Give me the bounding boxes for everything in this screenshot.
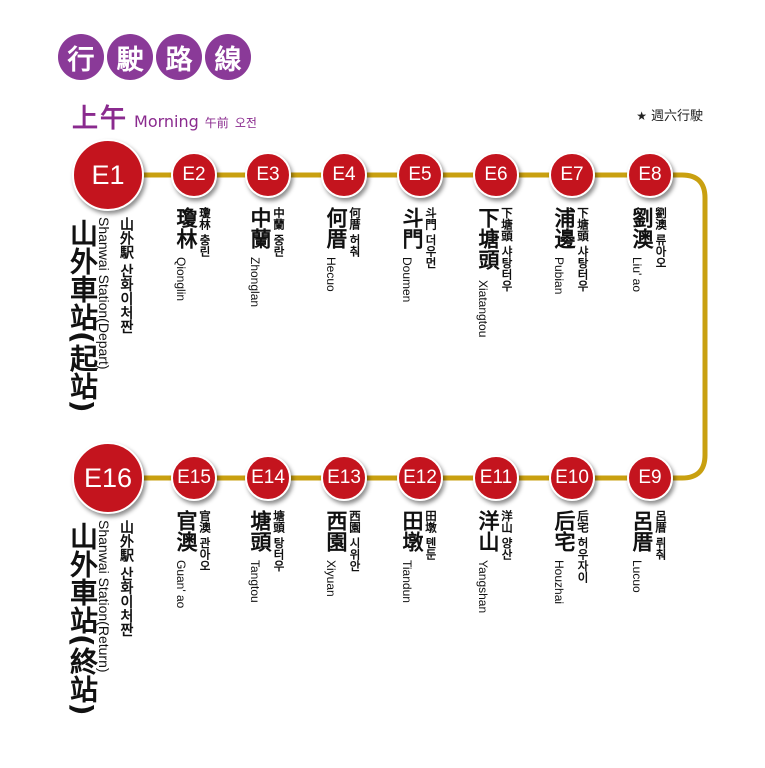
station-name-romanized: Houzhai — [552, 560, 566, 605]
session-ko: 오전 — [234, 116, 257, 130]
station-name-sub: 洋山 양산 — [500, 510, 514, 561]
station-name-zh: 浦邊 — [552, 207, 576, 249]
station-name-sub: 后宅 허우자이 — [576, 510, 590, 584]
station-name-zh: 瓊林 — [174, 207, 198, 249]
station-name-romanized: Hecuo — [324, 257, 338, 292]
station-name-sub: 瓊林 충린 — [198, 207, 212, 258]
station-name-zh: 呂厝 — [630, 510, 654, 552]
station-name-sub: 田墩 톈둔 — [424, 510, 438, 561]
station-name-zh: 何厝 — [324, 207, 348, 249]
station-marker-e12: E12 — [397, 455, 443, 501]
station-marker-e4: E4 — [321, 152, 367, 198]
station-name-sub: 何厝 허춰 — [348, 207, 362, 258]
station-name-zh: 中蘭 — [248, 207, 272, 249]
station-marker-e3: E3 — [245, 152, 291, 198]
station-name-zh: 斗門 — [400, 207, 424, 249]
station-name-romanized: Xiatangtou — [476, 280, 490, 338]
station-name-zh: 劉澳 — [630, 207, 654, 249]
station-name-romanized: Shanwai Station(Depart) — [96, 217, 112, 370]
station-name-romanized: Tangtou — [248, 560, 262, 603]
station-name-sub: 西園 시위안 — [348, 510, 362, 572]
station-marker-e2: E2 — [171, 152, 217, 198]
station-name-zh: 官澳 — [174, 510, 198, 552]
station-marker-e15: E15 — [171, 455, 217, 501]
station-name-sub: 山外駅 산화이처짠 — [118, 520, 134, 637]
station-name-zh: 西園 — [324, 510, 348, 552]
session-main: 上午 — [72, 104, 129, 134]
station-name-romanized: Shanwai Station(Return) — [96, 520, 112, 673]
session-en: Morning — [134, 112, 199, 131]
title-char: 路 — [156, 34, 202, 80]
legend-text: 週六行駛 — [650, 109, 703, 124]
station-marker-e10: E10 — [549, 455, 595, 501]
title-char: 行 — [58, 34, 104, 80]
station-marker-e7: E7 — [549, 152, 595, 198]
station-name-romanized: Guan' ao — [174, 560, 188, 609]
station-name-romanized: Qionglin — [174, 257, 188, 302]
station-name-zh: 田墩 — [400, 510, 424, 552]
station-name-sub: 中蘭 중란 — [272, 207, 286, 258]
station-name-zh: 山外車站(起站) — [66, 219, 99, 413]
station-name-romanized: Yangshan — [476, 560, 490, 614]
star-icon: ★ — [636, 109, 647, 123]
session-label: 上午 Morning 午前 오전 — [72, 98, 257, 135]
station-name-romanized: Doumen — [400, 257, 414, 303]
station-name-romanized: Tiandun — [400, 560, 414, 603]
station-name-romanized: Lucuo — [630, 560, 644, 593]
station-name-zh: 山外車站(終站) — [66, 522, 99, 716]
station-name-sub: 山外駅 산화이처짠 — [118, 217, 134, 334]
station-name-sub: 下塘頭 샤탕터우 — [576, 207, 590, 292]
station-name-zh: 下塘頭 — [476, 207, 500, 270]
station-marker-e13: E13 — [321, 455, 367, 501]
station-name-sub: 斗門 더우먼 — [424, 207, 438, 269]
station-marker-e9: E9 — [627, 455, 673, 501]
station-marker-e1: E1 — [72, 139, 144, 211]
station-name-romanized: Pubian — [552, 257, 566, 295]
station-name-sub: 劉澳 류아오 — [654, 207, 668, 269]
station-name-romanized: Zhonglan — [248, 257, 262, 308]
station-name-sub: 下塘頭 샤탕터우 — [500, 207, 514, 292]
station-marker-e6: E6 — [473, 152, 519, 198]
station-marker-e8: E8 — [627, 152, 673, 198]
station-name-sub: 呂厝 뤼춰 — [654, 510, 668, 561]
station-name-zh: 洋山 — [476, 510, 500, 552]
station-name-romanized: Liu' ao — [630, 257, 644, 292]
route-title: 行 駛 路 線 — [58, 34, 251, 80]
station-name-zh: 塘頭 — [248, 510, 272, 552]
station-marker-e14: E14 — [245, 455, 291, 501]
station-marker-e11: E11 — [473, 455, 519, 501]
station-name-sub: 官澳 관아오 — [198, 510, 212, 572]
session-ja: 午前 — [204, 116, 229, 130]
station-marker-e5: E5 — [397, 152, 443, 198]
legend: ★週六行駛 — [636, 105, 703, 124]
station-marker-e16: E16 — [72, 442, 144, 514]
station-name-romanized: Xiyuan — [324, 560, 338, 597]
title-char: 駛 — [107, 34, 153, 80]
station-name-zh: 后宅 — [552, 510, 576, 552]
station-name-sub: 塘頭 탕터우 — [272, 510, 286, 572]
title-char: 線 — [205, 34, 251, 80]
